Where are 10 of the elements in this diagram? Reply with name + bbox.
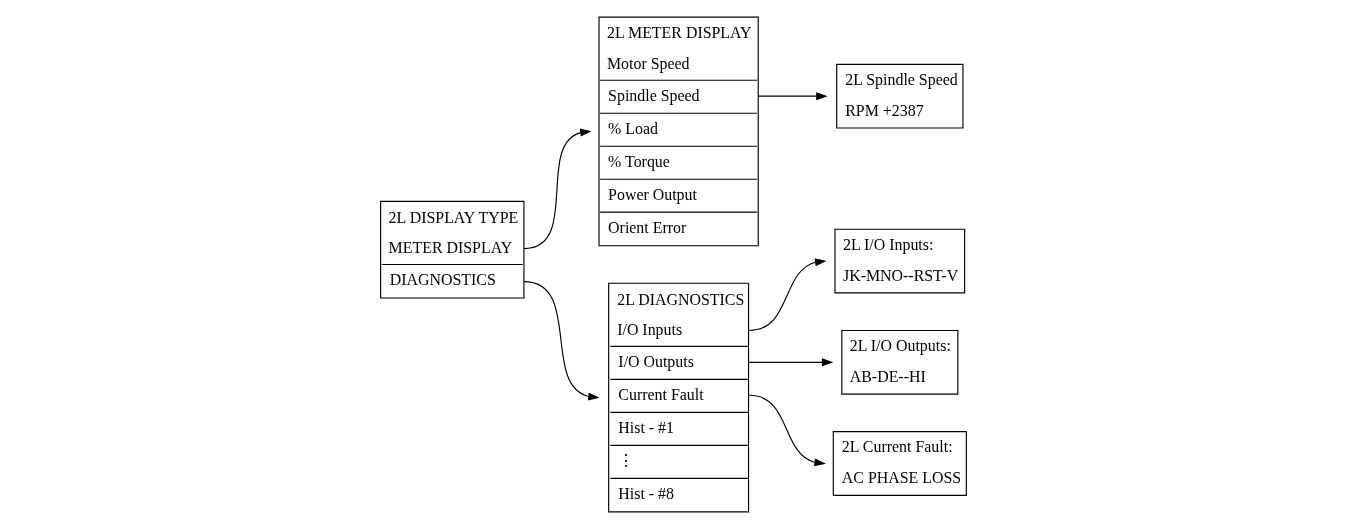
node-box: 2L Current Fault: AC PHASE LOSS bbox=[832, 431, 967, 496]
arrow bbox=[748, 358, 833, 367]
arrow bbox=[522, 281, 600, 401]
arrow bbox=[522, 128, 592, 250]
arrow bbox=[748, 258, 826, 332]
node-box: 2L I/O Outputs: AB-DE--HI bbox=[840, 329, 958, 395]
node-box: 2L Spindle Speed RPM +2387 bbox=[835, 63, 963, 129]
arrow bbox=[757, 92, 828, 101]
node-box: 2L I/O Inputs: JK-MNO--RST-V bbox=[833, 228, 965, 294]
arrow bbox=[748, 394, 826, 467]
